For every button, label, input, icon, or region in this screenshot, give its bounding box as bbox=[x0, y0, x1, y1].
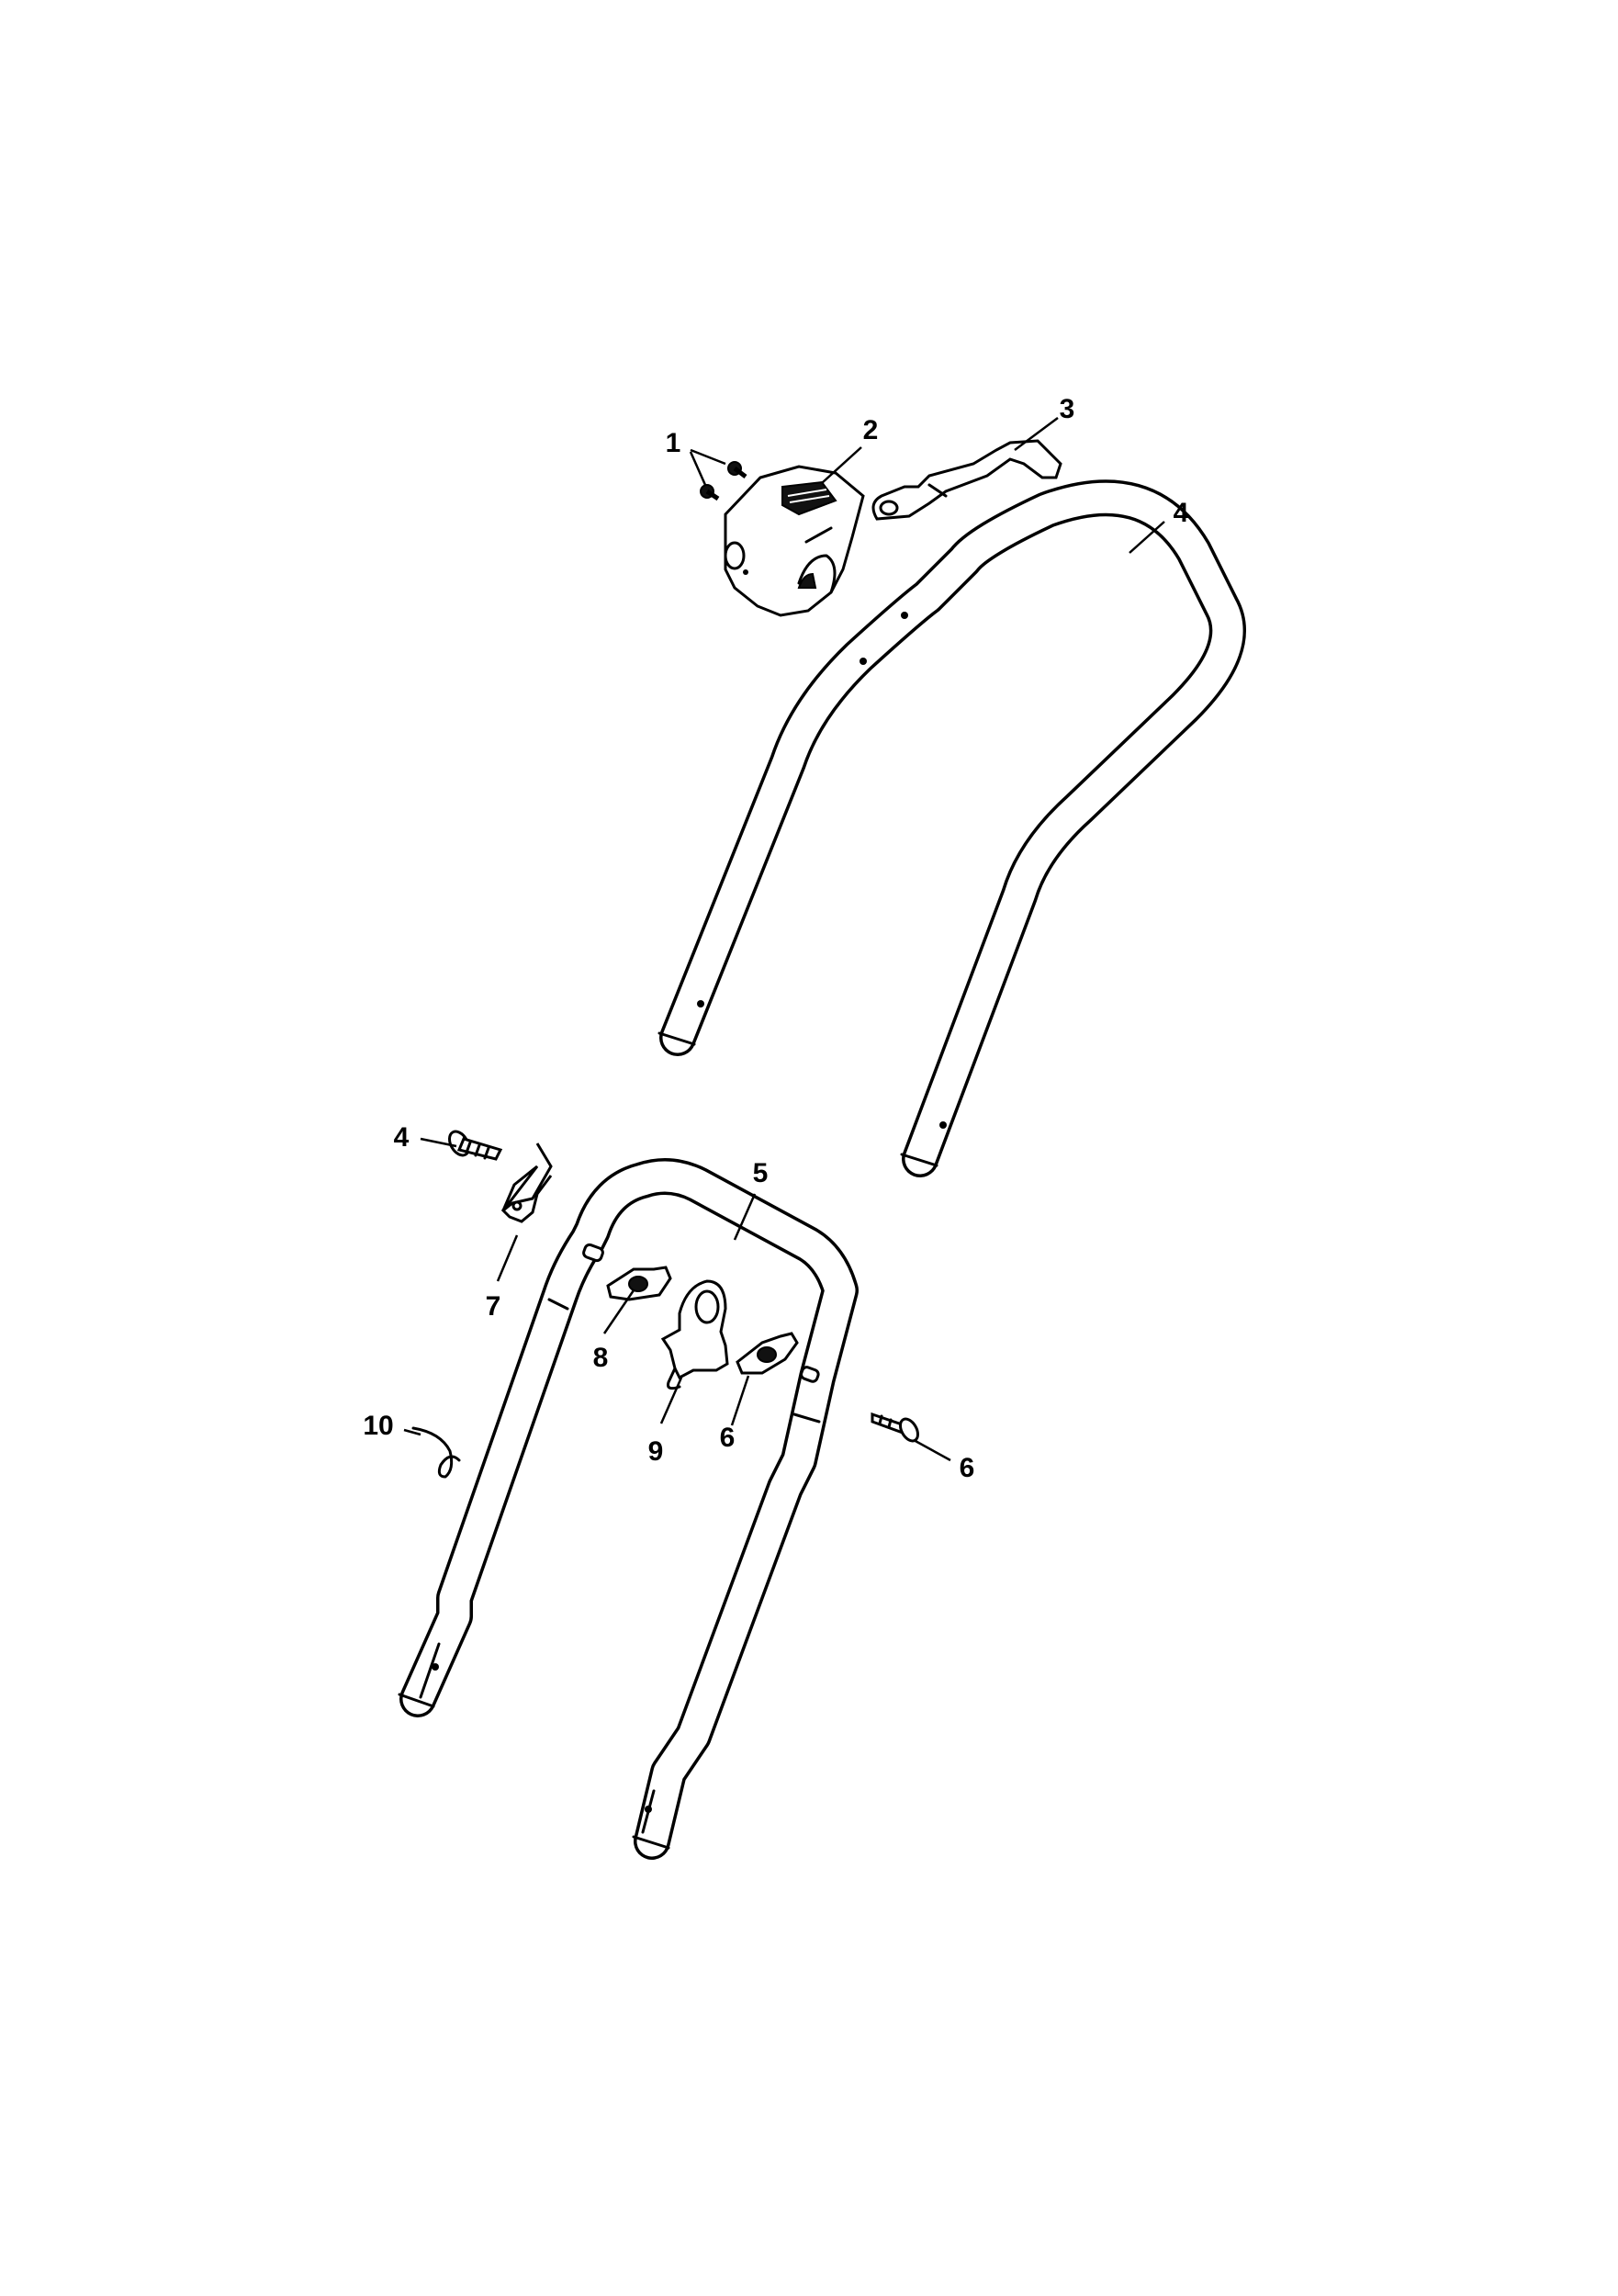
leader-lines bbox=[403, 416, 1165, 1462]
upper-handle-bar[interactable] bbox=[657, 479, 1246, 1177]
clip-part-6[interactable] bbox=[736, 1332, 799, 1375]
plate-part-9[interactable] bbox=[660, 1279, 729, 1390]
bolt-part-4[interactable] bbox=[445, 1128, 503, 1161]
callout-9: 9 bbox=[648, 1436, 664, 1467]
callout-5: 5 bbox=[753, 1158, 769, 1188]
screw-part-1[interactable] bbox=[700, 461, 747, 501]
callout-6b: 6 bbox=[960, 1453, 975, 1483]
callout-3: 3 bbox=[1060, 394, 1075, 424]
bracket-part-7[interactable] bbox=[500, 1142, 553, 1223]
callout-6a: 6 bbox=[720, 1423, 736, 1453]
callout-4a: 4 bbox=[1174, 498, 1189, 528]
callout-2: 2 bbox=[863, 415, 879, 445]
lever-part-3[interactable] bbox=[871, 439, 1062, 521]
bolt-part-6[interactable] bbox=[871, 1412, 921, 1444]
callout-8: 8 bbox=[593, 1343, 609, 1373]
callout-10: 10 bbox=[363, 1411, 393, 1441]
callout-7: 7 bbox=[486, 1291, 501, 1322]
hair-pin-part-10[interactable] bbox=[411, 1426, 461, 1479]
lower-handle-bar[interactable] bbox=[398, 1158, 859, 1860]
callout-1: 1 bbox=[666, 428, 681, 458]
control-box-part-2[interactable] bbox=[724, 465, 865, 617]
clip-part-8[interactable] bbox=[606, 1266, 672, 1301]
callout-4b: 4 bbox=[394, 1122, 410, 1153]
